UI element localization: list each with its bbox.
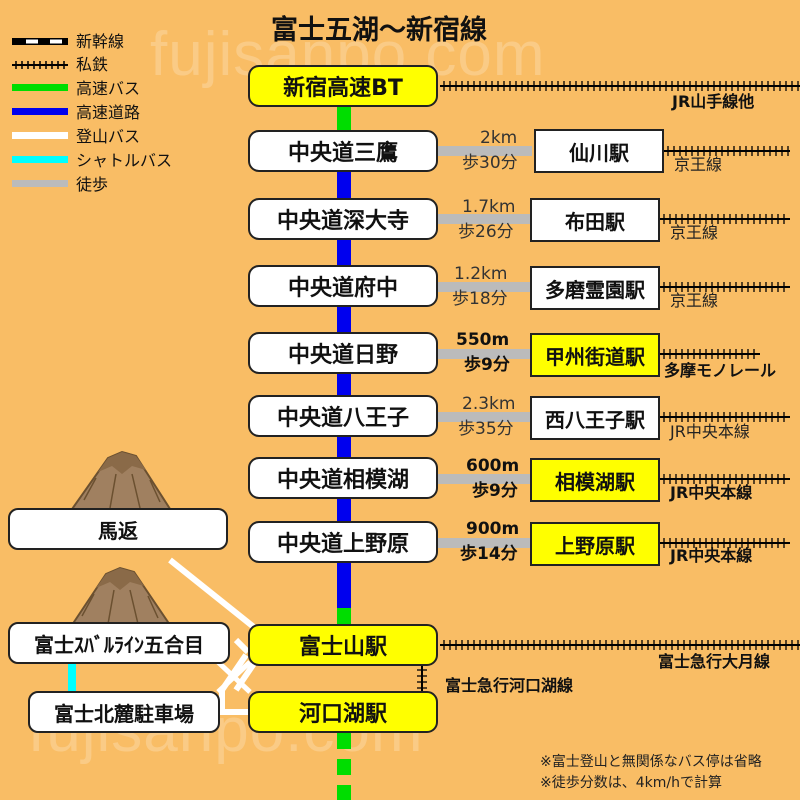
walk-line-icon bbox=[12, 180, 68, 187]
walk-time-hachioji: 歩35分 bbox=[458, 419, 514, 439]
line-label-yamanote: JR山手線他 bbox=[672, 92, 755, 111]
stop-subaru-line-5th[interactable]: 富士ｽﾊﾞﾙﾗｲﾝ五合目 bbox=[8, 622, 230, 664]
rail-line-keio-3 bbox=[660, 282, 790, 292]
walk-distance-jindaiji: 1.7km bbox=[462, 197, 516, 217]
stop-sagamiko[interactable]: 中央道相模湖 bbox=[248, 457, 438, 499]
walk-distance-hachioji: 2.3km bbox=[462, 394, 516, 414]
page-title: 富士五湖〜新宿線 bbox=[271, 15, 487, 46]
station-koshu-kaido[interactable]: 甲州街道駅 bbox=[530, 333, 660, 377]
legend-label-shinkansen: 新幹線 bbox=[76, 32, 125, 51]
walk-distance-uenohara: 900m bbox=[466, 519, 520, 539]
station-fuda[interactable]: 布田駅 bbox=[530, 198, 660, 242]
walk-distance-fuchu: 1.2km bbox=[454, 264, 508, 284]
stop-jindaiji[interactable]: 中央道深大寺 bbox=[248, 198, 438, 240]
legend-label-mountain-bus: 登山バス bbox=[76, 127, 141, 146]
station-sengawa[interactable]: 仙川駅 bbox=[534, 129, 664, 173]
line-label-keio-3: 京王線 bbox=[670, 291, 719, 310]
walk-time-hino: 歩9分 bbox=[464, 355, 510, 375]
legend-label-walk: 徒歩 bbox=[76, 175, 109, 194]
rail-lines bbox=[417, 81, 800, 691]
stop-mitaka[interactable]: 中央道三鷹 bbox=[248, 130, 438, 172]
stop-hino[interactable]: 中央道日野 bbox=[248, 332, 438, 374]
stop-kawaguchiko-station[interactable]: 河口湖駅 bbox=[248, 691, 438, 733]
rail-line-fujikyu-kawaguchiko bbox=[417, 666, 427, 691]
stop-hachioji[interactable]: 中央道八王子 bbox=[248, 395, 438, 437]
note-omitted-stops: ※富士登山と無関係なバス停は省略 bbox=[540, 754, 762, 770]
line-label-chuo-1: JR中央本線 bbox=[670, 422, 750, 441]
stop-fujisan-station[interactable]: 富士山駅 bbox=[248, 624, 438, 666]
mountain-icon-2 bbox=[68, 566, 174, 629]
line-label-keio-1: 京王線 bbox=[674, 155, 723, 174]
note-walk-speed: ※徒歩分数は、4km/hで計算 bbox=[540, 775, 722, 791]
station-sagamiko[interactable]: 相模湖駅 bbox=[530, 458, 660, 502]
shinkansen-icon bbox=[12, 38, 68, 45]
shuttle-bus-line-icon bbox=[12, 156, 68, 163]
walk-links bbox=[438, 146, 532, 548]
legend-label-shuttle-bus: シャトルバス bbox=[76, 151, 173, 170]
walk-time-fuchu: 歩18分 bbox=[452, 289, 508, 309]
legend-label-private-rail: 私鉄 bbox=[76, 55, 109, 74]
rail-line-tama-monorail bbox=[660, 349, 760, 359]
legend-label-highway-bus: 高速バス bbox=[76, 79, 141, 98]
walk-distance-sagamiko: 600m bbox=[466, 456, 520, 476]
mountain-bus-line-x bbox=[216, 660, 252, 694]
walk-time-jindaiji: 歩26分 bbox=[458, 222, 514, 242]
walk-distance-mitaka: 2km bbox=[480, 128, 518, 148]
mountain-bus-line-icon bbox=[12, 132, 68, 139]
rail-line-fujikyu-otsuki bbox=[440, 640, 800, 650]
stop-umagaeshi[interactable]: 馬返 bbox=[8, 508, 228, 550]
rail-line-chuo-2 bbox=[660, 474, 790, 484]
rail-line-chuo-3 bbox=[660, 538, 790, 548]
stop-shinjuku-bt[interactable]: 新宿高速BT bbox=[248, 65, 438, 107]
stop-fuchu[interactable]: 中央道府中 bbox=[248, 265, 438, 307]
walk-time-uenohara: 歩14分 bbox=[460, 544, 518, 564]
mountain-bus-line-subaru bbox=[233, 637, 251, 655]
legend-label-expressway: 高速道路 bbox=[76, 103, 141, 122]
expressway-line-icon bbox=[12, 108, 68, 115]
legend-swatches bbox=[12, 38, 68, 187]
stop-fuji-hokuroku-parking[interactable]: 富士北麓駐車場 bbox=[28, 691, 220, 733]
line-label-chuo-2: JR中央本線 bbox=[670, 483, 753, 502]
rail-line-keio-1 bbox=[664, 146, 790, 156]
rail-line-yamanote bbox=[440, 81, 800, 91]
walk-distance-hino: 550m bbox=[456, 330, 510, 350]
private-rail-icon bbox=[12, 61, 68, 69]
station-uenohara[interactable]: 上野原駅 bbox=[530, 522, 660, 566]
line-label-fujikyu-kawaguchiko: 富士急行河口湖線 bbox=[445, 676, 574, 695]
stop-uenohara[interactable]: 中央道上野原 bbox=[248, 521, 438, 563]
rail-line-chuo-1 bbox=[660, 412, 790, 422]
walk-time-mitaka: 歩30分 bbox=[462, 153, 518, 173]
line-label-keio-2: 京王線 bbox=[670, 223, 719, 242]
line-label-tama-monorail: 多摩モノレール bbox=[664, 361, 777, 380]
line-label-chuo-3: JR中央本線 bbox=[670, 546, 753, 565]
station-nishi-hachioji[interactable]: 西八王子駅 bbox=[530, 396, 660, 440]
mountain-icon-1 bbox=[68, 450, 174, 513]
walk-time-sagamiko: 歩9分 bbox=[472, 481, 518, 501]
line-label-fujikyu-otsuki: 富士急行大月線 bbox=[658, 652, 771, 671]
station-tama-reien[interactable]: 多磨霊園駅 bbox=[530, 266, 660, 310]
rail-line-keio-2 bbox=[660, 214, 790, 224]
highway-bus-line-icon bbox=[12, 84, 68, 91]
